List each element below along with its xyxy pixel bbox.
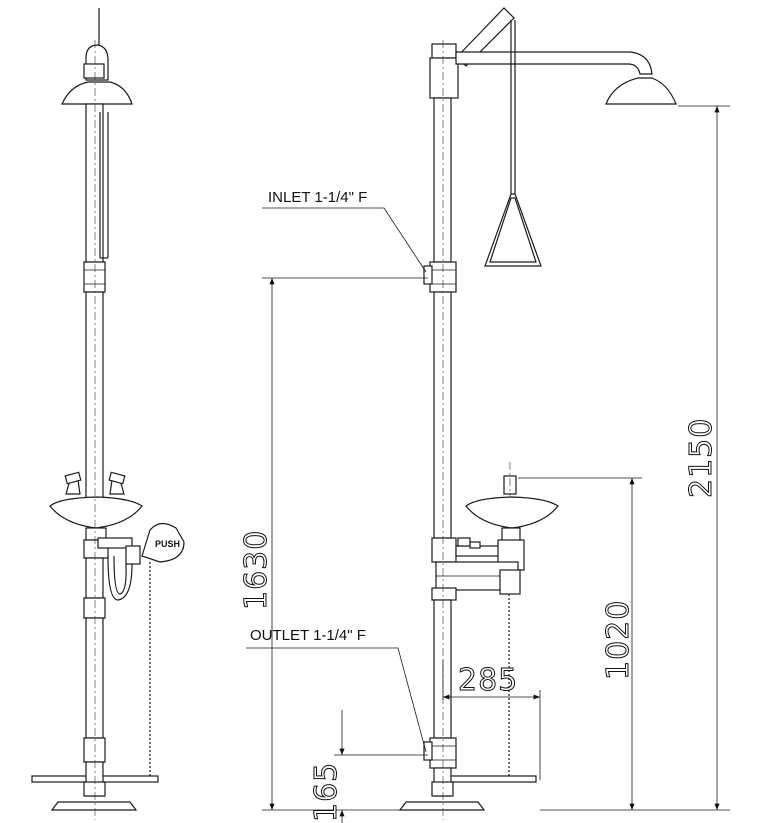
push-label: PUSH: [155, 539, 180, 549]
dim-1630: 1630: [239, 530, 274, 610]
dimension-overall-height: 2150: [540, 105, 730, 811]
dimension-offset: 285: [442, 660, 541, 780]
inlet-label: INLET 1-1/4" F: [268, 189, 367, 206]
outlet-callout: OUTLET 1-1/4" F: [246, 627, 427, 753]
side-view: [398, 7, 677, 820]
dim-2150: 2150: [684, 418, 719, 498]
dim-1020: 1020: [601, 600, 636, 680]
dim-285: 285: [458, 663, 518, 698]
front-view: PUSH: [31, 8, 185, 820]
outlet-label: OUTLET 1-1/4" F: [250, 627, 366, 644]
dim-165: 165: [309, 762, 344, 822]
inlet-callout: INLET 1-1/4" F: [262, 189, 427, 273]
dimension-outlet-height: 165: [309, 710, 428, 823]
dimension-bowl-height: 1020: [518, 477, 642, 810]
dimension-inlet-height: 1630: [239, 277, 428, 811]
